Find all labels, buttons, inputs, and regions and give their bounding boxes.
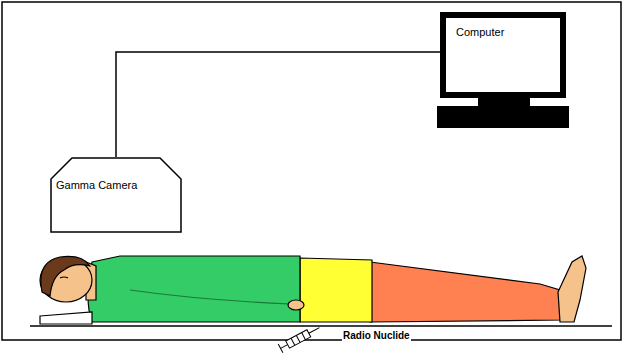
hand [288, 300, 304, 310]
computer-base [437, 106, 569, 128]
node-label: Gamma Camera [56, 179, 137, 191]
legs [370, 262, 562, 322]
gamma-camera: Gamma Camera [50, 157, 182, 233]
frame [2, 2, 621, 340]
patient [30, 256, 612, 326]
shirt [88, 256, 300, 322]
eye [60, 277, 68, 278]
node-label: Computer [456, 26, 504, 38]
cable [116, 52, 440, 157]
syringe-label: Radio Nuclide [342, 330, 411, 341]
shorts [300, 258, 372, 322]
computer-screen: Computer [440, 12, 566, 98]
table [30, 325, 612, 327]
arm [130, 290, 290, 304]
foot [558, 256, 586, 322]
hair [41, 256, 90, 296]
pillow [40, 312, 92, 324]
camera-body [51, 158, 181, 232]
syringe [278, 323, 322, 352]
camera-outline [50, 157, 182, 233]
